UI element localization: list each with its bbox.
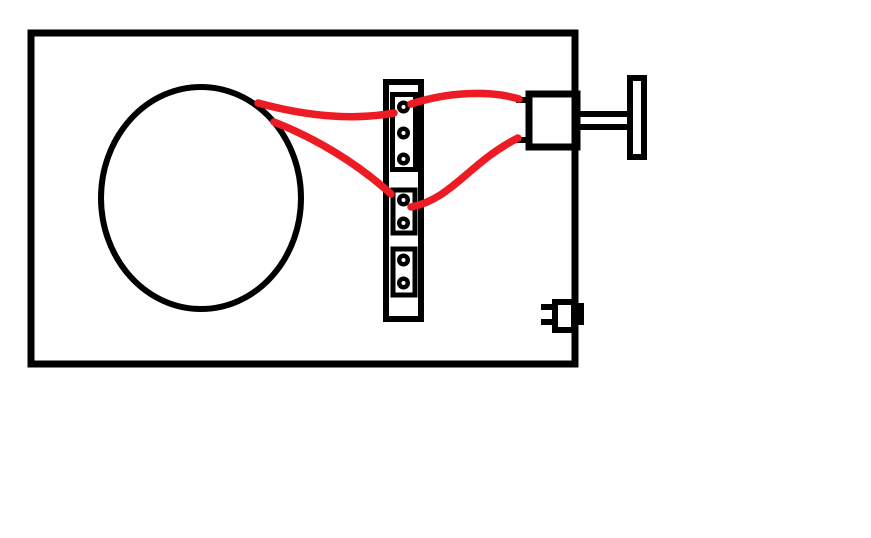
terminal-screw-hole [401, 281, 406, 285]
terminal-screw-hole [401, 221, 406, 225]
power-inlet-tab [576, 303, 584, 325]
jack-knob-plate [627, 75, 647, 160]
terminal-block [390, 187, 418, 236]
wire-speaker-to-strip-top [254, 99, 398, 121]
wire-strip-to-jack-bottom [407, 134, 522, 211]
jack-body [525, 90, 581, 151]
speaker-driver [98, 84, 304, 312]
jack-shaft [572, 111, 635, 130]
terminal-screw-hole [401, 157, 406, 161]
terminal-screw-hole [401, 105, 406, 109]
wire-strip-to-jack-top [407, 89, 523, 108]
chassis-outline [27, 29, 579, 368]
terminal-block [390, 92, 418, 172]
terminal-screw-hole [401, 258, 406, 262]
power-inlet-prong [541, 319, 553, 325]
terminal-block [390, 246, 418, 298]
wire-speaker-to-strip-middle [270, 118, 395, 198]
power-inlet-prong [541, 304, 553, 310]
terminal-screw-hole [401, 198, 406, 202]
power-inlet-body [552, 299, 577, 333]
terminal-screw-hole [401, 131, 406, 135]
